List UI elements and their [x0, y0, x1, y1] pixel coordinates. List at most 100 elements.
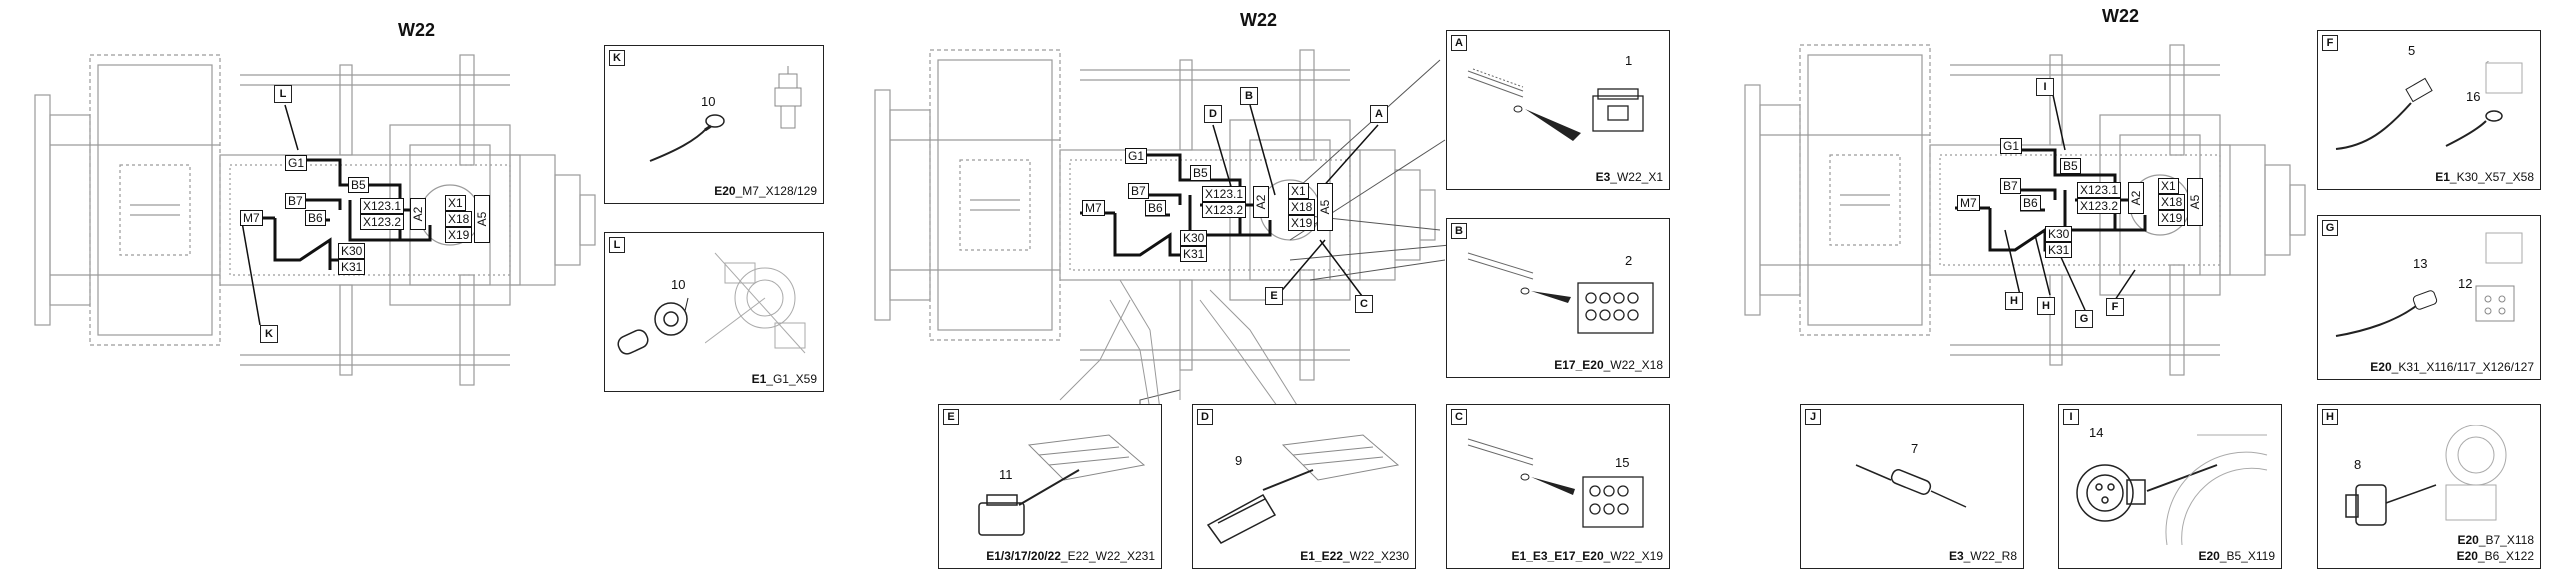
sensor-component-icon	[774, 66, 802, 129]
resistor-icon	[1855, 464, 1967, 508]
label-x18: X18	[2158, 194, 2186, 210]
label-a5: A5	[2187, 178, 2203, 226]
label-b5: B5	[348, 177, 369, 193]
label-k31: K31	[1180, 246, 1208, 262]
detail-box-H: H 8 E20_B7_X118 E20_B6_X122	[2317, 404, 2541, 569]
label-x1232: X123.2	[2077, 198, 2122, 214]
detail-box-C: C 15 E1_E3_E17_E20_W22_X19	[1446, 404, 1670, 569]
detail-caption: E20_B7_X118 E20_B6_X122	[2456, 533, 2534, 563]
label-b7: B7	[2000, 178, 2021, 194]
callout-K[interactable]: K	[260, 325, 278, 343]
label-x18: X18	[1288, 199, 1316, 215]
detail-letter: J	[1805, 409, 1821, 425]
callout-C[interactable]: C	[1355, 295, 1373, 313]
detail-letter: F	[2322, 35, 2338, 51]
label-k31: K31	[338, 259, 366, 275]
label-x19: X19	[445, 227, 473, 243]
detail-box-I: I 14 E20_B5_X119	[2058, 404, 2282, 569]
detail-letter: H	[2322, 409, 2338, 425]
detail-letter: I	[2063, 409, 2079, 425]
connector-15pin-icon	[1467, 438, 1644, 528]
detail-caption: E20_B5_X119	[2198, 549, 2275, 563]
detail-caption: E1_K30_X57_X58	[2435, 170, 2534, 184]
cable-terminal-icon	[2335, 61, 2523, 150]
callout-B[interactable]: B	[1240, 87, 1258, 105]
engine-detail-sketch	[705, 252, 806, 354]
label-x1: X1	[2158, 178, 2179, 194]
label-x19: X19	[2158, 210, 2186, 226]
detail-letter: K	[609, 50, 625, 66]
label-k30: K30	[2045, 226, 2073, 242]
detail-box-B: B 2 E17_E20_W22_X18	[1446, 218, 1670, 378]
detail-box-J: J 7 E3_W22_R8	[1800, 404, 2024, 569]
detail-letter: E	[943, 409, 959, 425]
label-b5: B5	[2060, 158, 2081, 174]
label-b7: B7	[285, 193, 306, 209]
detail-box-K: K 10 E20_M7_X128/129	[604, 45, 824, 204]
detail-box-D: D 9 E1_E22_W22_X230	[1192, 404, 1416, 569]
label-k31: K31	[2045, 242, 2073, 258]
label-b5: B5	[1190, 165, 1211, 181]
detail-caption: E1_E22_W22_X230	[1300, 549, 1409, 563]
detail-letter: G	[2322, 220, 2338, 236]
callout-H-2[interactable]: H	[2037, 297, 2055, 315]
label-b6: B6	[2020, 195, 2041, 211]
label-x1231: X123.1	[360, 198, 405, 214]
part-number: 5	[2408, 43, 2416, 58]
connector-pins-icon	[1467, 68, 1644, 141]
part-number: 11	[999, 467, 1013, 482]
callout-D[interactable]: D	[1204, 105, 1222, 123]
detail-caption: E1_E3_E17_E20_W22_X19	[1511, 549, 1663, 563]
detail-caption: E1_G1_X59	[751, 372, 817, 386]
part-number: 13	[2413, 256, 2428, 271]
label-a2: A2	[410, 198, 426, 230]
callout-G[interactable]: G	[2075, 310, 2093, 328]
label-m7: M7	[1957, 195, 1980, 211]
cable-terminal-icon	[2335, 232, 2523, 337]
detail-box-E: E 11 E1/3/17/20/22_E22_W22_X231	[938, 404, 1162, 569]
label-b6: B6	[1145, 200, 1166, 216]
part-number-2: 16	[2466, 89, 2481, 104]
part-number: 7	[1911, 441, 1919, 456]
detail-caption: E20_M7_X128/129	[714, 184, 817, 198]
detail-letter: C	[1451, 409, 1467, 425]
detail-box-L: L 10 E1_G1_X59	[604, 232, 824, 392]
part-number: 14	[2089, 425, 2104, 440]
sensor-connector-icon	[2345, 425, 2507, 526]
callout-F[interactable]: F	[2106, 298, 2124, 316]
ring-terminal-icon	[617, 297, 689, 355]
detail-caption: E3_W22_R8	[1948, 549, 2017, 563]
detail-letter: D	[1197, 409, 1213, 425]
detail-letter: B	[1451, 223, 1467, 239]
label-a2: A2	[1253, 186, 1269, 218]
detail-box-F: F 5 16 E1_K30_X57_X58	[2317, 30, 2541, 190]
control-unit-connector-icon	[1206, 434, 1400, 544]
part-number: 15	[1615, 455, 1630, 470]
label-b6: B6	[305, 210, 326, 226]
label-m7: M7	[1082, 200, 1105, 216]
label-x1231: X123.1	[1202, 186, 1247, 202]
label-a2: A2	[2128, 182, 2144, 214]
detail-box-G: G 13 12 E20_K31_X116/117_X126/127	[2317, 215, 2541, 380]
part-number-2: 12	[2458, 276, 2473, 291]
label-g1: G1	[285, 155, 308, 171]
view1-title: W22	[398, 20, 436, 40]
label-x1232: X123.2	[360, 214, 405, 230]
callout-I[interactable]: I	[2036, 78, 2054, 96]
part-number: 8	[2354, 457, 2362, 472]
callout-E[interactable]: E	[1265, 287, 1283, 305]
callout-L[interactable]: L	[274, 85, 292, 103]
label-m7: M7	[240, 210, 263, 226]
part-number: 2	[1625, 253, 1633, 268]
label-x1232: X123.2	[1202, 202, 1247, 218]
label-x1: X1	[445, 195, 466, 211]
callout-A[interactable]: A	[1370, 105, 1388, 123]
detail-letter: A	[1451, 35, 1467, 51]
label-x19: X19	[1288, 215, 1316, 231]
label-b7: B7	[1128, 183, 1149, 199]
detail-box-A: A 1 E3_W22_X1	[1446, 30, 1670, 190]
callout-H-1[interactable]: H	[2005, 292, 2023, 310]
label-x1231: X123.1	[2077, 182, 2122, 198]
label-a5: A5	[474, 195, 490, 243]
